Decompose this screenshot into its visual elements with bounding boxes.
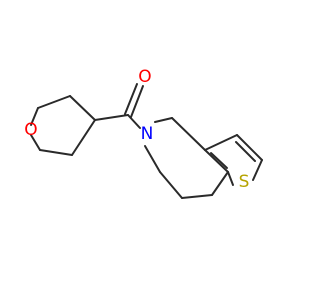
bond-ch2a-c3a [171,117,206,151]
bond-c3a-c3 [204,134,238,151]
bond-n-ch2a [154,117,173,123]
bond-c3a-c8a-outer [204,149,229,173]
pyran-oxygen-label: O [24,120,37,140]
bond-lines [30,83,263,199]
bond-c4-carbonyl [94,114,129,121]
thiophene-sulfur-label: S [239,172,250,192]
bond-c4-c3 [69,95,96,121]
bond-c2-s [252,159,263,181]
bond-c5-c4 [71,119,96,156]
carbonyl-oxygen-label: O [138,67,151,87]
bond-carbonyl-n [127,114,141,129]
azepine-nitrogen-label: N [141,124,154,144]
bond-carbonyl-double-b [130,85,144,118]
bond-ch2d-c8a [211,171,229,196]
bond-c3-c2 [37,95,71,109]
bond-carbonyl-double-a [124,83,138,115]
bond-o1-c6 [30,134,41,151]
bond-c3-c2-inner [235,141,256,162]
bond-c3-c2-outer [236,134,263,161]
bond-s-c8a [227,171,234,186]
bond-ch2b-ch2c [159,171,183,199]
bond-c6-c5 [39,149,73,156]
bond-ch2c-ch2d [181,194,213,199]
atom-labels: O O N S [24,67,249,192]
bond-n-ch2b [144,145,161,173]
bond-c2-o1 [30,107,39,126]
structure-diagram: O O N S [24,67,263,199]
bond-c3a-c8a-inner [210,152,228,169]
